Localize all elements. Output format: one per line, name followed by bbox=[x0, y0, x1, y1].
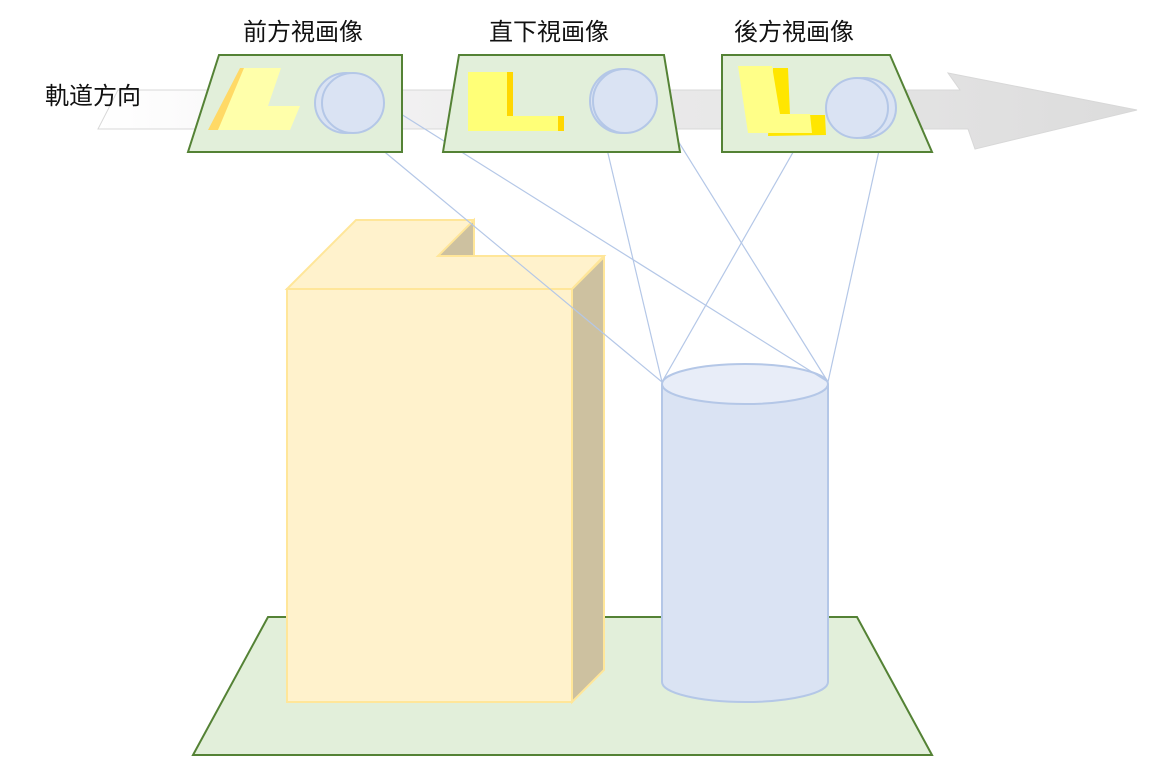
orbit-direction-label: 軌道方向 bbox=[45, 82, 141, 110]
forward-view-panel bbox=[186, 54, 403, 153]
backward-view-label: 後方視画像 bbox=[734, 18, 854, 46]
nadir-view-label: 直下視画像 bbox=[489, 18, 609, 46]
building bbox=[284, 217, 607, 705]
cylinder-tank bbox=[661, 363, 829, 703]
sight-lines bbox=[321, 99, 885, 383]
forward-view-label: 前方視画像 bbox=[243, 18, 363, 46]
nadir-view-panel bbox=[441, 54, 682, 153]
backward-view-panel bbox=[721, 54, 934, 153]
